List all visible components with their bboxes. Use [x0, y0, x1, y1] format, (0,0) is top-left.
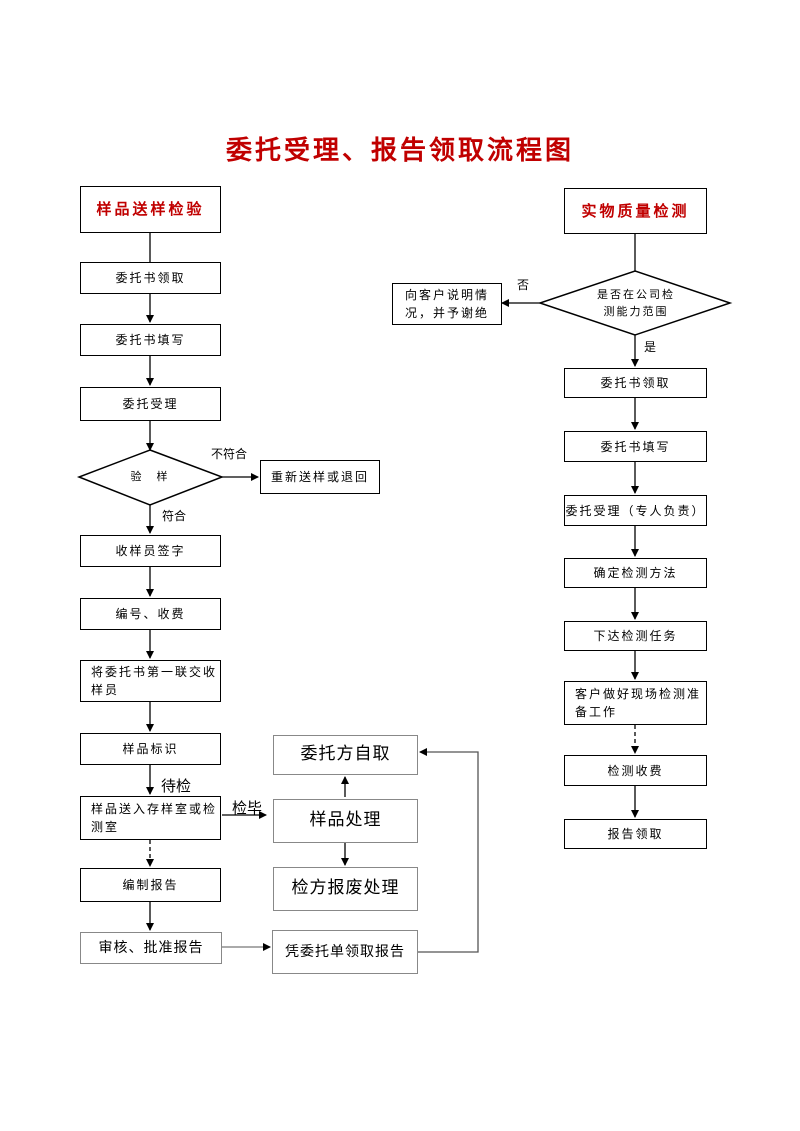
left-step-form-fill: 委托书填写	[80, 324, 221, 356]
left-step-prepare-report: 编制报告	[80, 868, 221, 902]
left-step-hand-over-copy: 将委托书第一联交收样员	[80, 660, 221, 702]
sample-handling-box: 样品处理	[273, 799, 418, 843]
pending-test-label: 待检	[161, 777, 192, 795]
not-conform-label: 不符合	[211, 447, 248, 461]
resubmit-or-return-box: 重新送样或退回	[260, 460, 380, 494]
left-step-sample-label: 样品标识	[80, 733, 221, 765]
left-step-form-pickup: 委托书领取	[80, 262, 221, 294]
right-step-site-prepare: 客户做好现场检测准备工作	[564, 681, 707, 725]
left-step-receiver-sign: 收样员签字	[80, 535, 221, 567]
yes-label: 是	[644, 340, 657, 354]
sample-inspection-header: 样品送样检验	[80, 186, 221, 233]
collect-report-box: 凭委托单领取报告	[272, 930, 418, 974]
client-self-pickup-box: 委托方自取	[273, 735, 418, 775]
page-title: 委托受理、报告领取流程图	[225, 136, 574, 166]
right-step-method: 确定检测方法	[564, 558, 707, 588]
right-step-accept-dedicated: 委托受理（专人负责）	[564, 495, 707, 526]
product-quality-header: 实物质量检测	[564, 188, 707, 234]
right-step-report-pickup: 报告领取	[564, 819, 707, 849]
right-step-form-fill: 委托书填写	[564, 431, 707, 462]
left-step-accept: 委托受理	[80, 387, 221, 421]
decline-explain-box: 向客户说明情况，并予谢绝	[392, 283, 502, 325]
sample-check-text: 验 样	[130, 470, 170, 483]
test-done-label: 检毕	[232, 799, 263, 817]
left-step-sample-storage: 样品送入存样室或检测室	[80, 796, 221, 840]
left-step-approve-report: 审核、批准报告	[80, 932, 222, 964]
sample-check-decision	[76, 449, 225, 506]
capability-decision-text: 是否在公司检测能力范围	[597, 288, 675, 318]
disposal-box: 检方报废处理	[273, 867, 418, 911]
right-step-assign-task: 下达检测任务	[564, 621, 707, 651]
left-step-number-fee: 编号、收费	[80, 598, 221, 630]
conform-label: 符合	[162, 509, 187, 523]
no-label: 否	[517, 278, 530, 292]
right-step-test-fee: 检测收费	[564, 755, 707, 786]
capability-decision	[537, 270, 733, 336]
right-step-form-pickup: 委托书领取	[564, 368, 707, 398]
